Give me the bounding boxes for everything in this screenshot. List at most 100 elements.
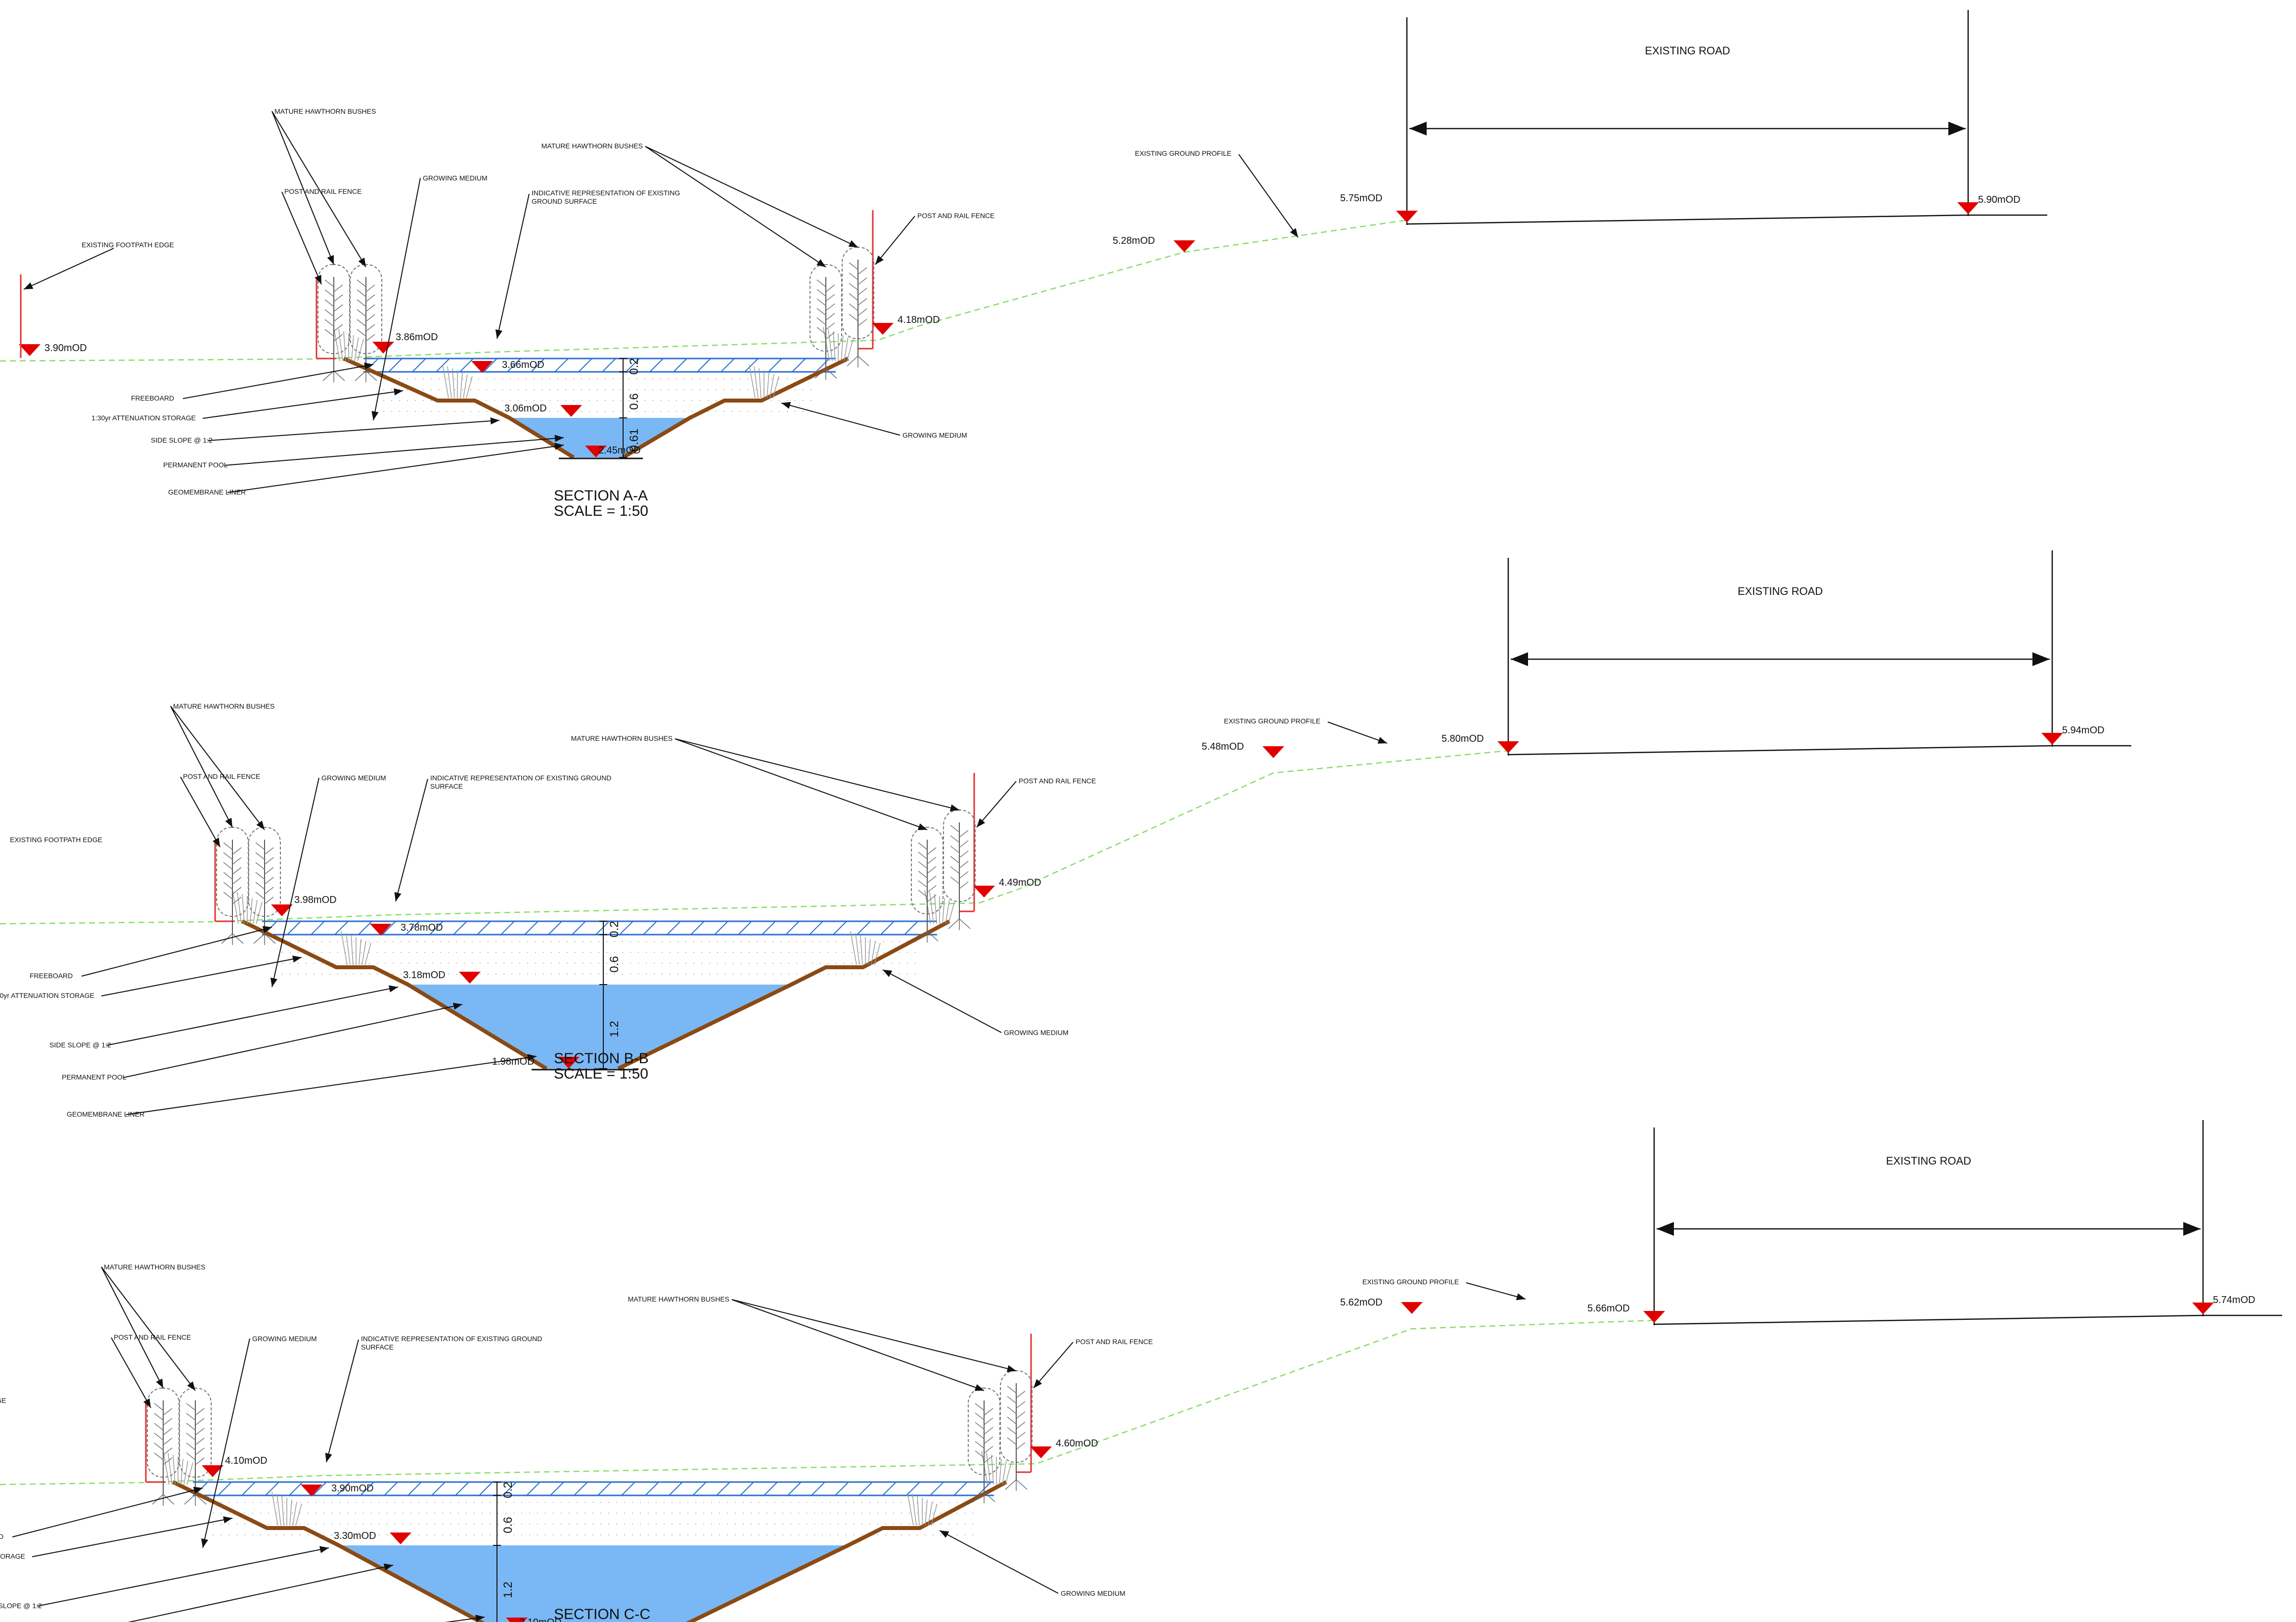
freeboard-hatch bbox=[697, 358, 711, 372]
bush-branch bbox=[223, 852, 233, 860]
label-indicative-1: INDICATIVE REPRESENTATION OF EXISTING bbox=[532, 189, 680, 197]
bush-branch bbox=[163, 1428, 173, 1436]
hawthorn-bush bbox=[968, 1388, 1000, 1503]
freeboard-hatch bbox=[548, 921, 562, 935]
reed-blade bbox=[452, 368, 455, 399]
leader-bushes-right bbox=[645, 146, 858, 248]
freeboard-hatch bbox=[768, 358, 782, 372]
level-marker-ground bbox=[1401, 1302, 1423, 1314]
hawthorn-bush bbox=[810, 264, 842, 380]
leader-growing-medium-right bbox=[939, 1530, 1059, 1594]
bush-root bbox=[847, 356, 858, 366]
label-bushes-right: MATURE HAWTHORN BUSHES bbox=[628, 1295, 729, 1303]
leader-bushes-left bbox=[170, 706, 265, 830]
bush-branch bbox=[825, 313, 835, 321]
freeboard-hatch bbox=[673, 358, 687, 372]
bush-branch bbox=[950, 856, 960, 864]
bush-branch bbox=[333, 304, 343, 312]
bush-branch bbox=[333, 284, 343, 292]
level-marker-pool-bottom bbox=[585, 446, 607, 457]
freeboard-hatch bbox=[858, 1482, 873, 1496]
leader-bushes-left bbox=[170, 706, 233, 828]
reed-blade bbox=[364, 943, 371, 965]
dimension-storage: 0.6 bbox=[619, 371, 641, 418]
bush-branch bbox=[849, 303, 858, 311]
bush-branch bbox=[223, 862, 233, 870]
bush-branch bbox=[984, 1427, 993, 1435]
bush-branch bbox=[849, 272, 858, 280]
reed-blade bbox=[333, 327, 340, 361]
leader-liner bbox=[227, 443, 564, 493]
leader-attenuation bbox=[202, 388, 404, 419]
reed-blade bbox=[253, 900, 258, 924]
reed-blade bbox=[945, 900, 950, 924]
freeboard-hatch bbox=[313, 1482, 327, 1496]
freeboard-hatch bbox=[626, 358, 640, 372]
reed-blade bbox=[844, 337, 849, 361]
freeboard-hatch bbox=[502, 1482, 517, 1496]
bush-branch bbox=[959, 840, 969, 848]
bush-branch bbox=[857, 308, 867, 316]
bush-root bbox=[163, 1494, 175, 1505]
bush-branch bbox=[195, 1428, 205, 1436]
hawthorn-bush bbox=[1000, 1370, 1033, 1491]
reed-blade bbox=[186, 1462, 193, 1485]
freeboard-hatch bbox=[667, 921, 681, 935]
level-marker-bank-right bbox=[872, 323, 894, 335]
bank-planting-right bbox=[981, 1450, 1012, 1485]
bush-branch bbox=[223, 842, 233, 850]
level-marker-bank-right bbox=[973, 886, 995, 898]
existing-road: EXISTING ROAD bbox=[1406, 10, 2047, 225]
freeboard-hatch bbox=[477, 921, 491, 935]
bush-branch bbox=[186, 1423, 196, 1431]
leader-bushes-left bbox=[271, 111, 366, 268]
label-indicative-2: SURFACE bbox=[430, 782, 463, 790]
label-fence-right: POST AND RAIL FENCE bbox=[917, 212, 994, 220]
dimension-pool: 0.61 bbox=[619, 417, 641, 458]
dimension-pool: 1.2 bbox=[493, 1545, 515, 1622]
freeboard-hatch bbox=[744, 358, 759, 372]
freeboard-hatch bbox=[833, 921, 847, 935]
reed-blade bbox=[357, 339, 364, 361]
leader-fence-right bbox=[1033, 1342, 1074, 1389]
freeboard-hatch bbox=[906, 1482, 920, 1496]
leader-attenuation bbox=[101, 955, 302, 996]
bush-branch bbox=[223, 882, 233, 890]
freeboard-hatch bbox=[500, 921, 515, 935]
reed-blade bbox=[295, 1503, 302, 1526]
freeboard-hatch bbox=[453, 921, 467, 935]
freeboard-hatch bbox=[597, 1482, 612, 1496]
bush-branch bbox=[849, 293, 858, 301]
dimension-freeboard: 0.2 bbox=[619, 358, 641, 375]
bush-branch bbox=[324, 299, 334, 307]
bush-branch bbox=[357, 309, 366, 317]
reed-blade bbox=[463, 374, 468, 399]
level-road-right: 5.74mOD bbox=[2213, 1295, 2255, 1306]
level-top-water: 3.90mOD bbox=[331, 1483, 374, 1494]
road-surface bbox=[1654, 1314, 2204, 1325]
bush-branch bbox=[959, 871, 969, 879]
freeboard-hatch bbox=[856, 921, 871, 935]
bush-branch bbox=[816, 317, 826, 325]
bush-branch bbox=[984, 1408, 993, 1416]
label-bushes-left: MATURE HAWTHORN BUSHES bbox=[173, 702, 274, 710]
dimension-value: 0.6 bbox=[608, 956, 621, 972]
marginal-planting-right bbox=[850, 931, 881, 965]
bush-branch bbox=[857, 267, 867, 275]
reed-blade bbox=[948, 901, 955, 924]
bush-branch bbox=[232, 867, 242, 875]
freeboard-hatch bbox=[904, 921, 918, 935]
reed-blade bbox=[759, 368, 762, 399]
bush-branch bbox=[918, 842, 928, 850]
freeboard-zone bbox=[193, 1481, 994, 1496]
leader-bushes-left bbox=[101, 1266, 196, 1391]
level-marker-bank-left bbox=[271, 904, 293, 916]
leader-bushes-right bbox=[645, 146, 826, 268]
level-footpath: 3.90mOD bbox=[45, 343, 87, 354]
freeboard-hatch bbox=[218, 1482, 232, 1496]
bush-branch bbox=[365, 314, 375, 322]
section-title: SECTION B-B bbox=[554, 1050, 649, 1067]
growing-medium-right bbox=[617, 919, 950, 1071]
bush-branch bbox=[857, 298, 867, 306]
